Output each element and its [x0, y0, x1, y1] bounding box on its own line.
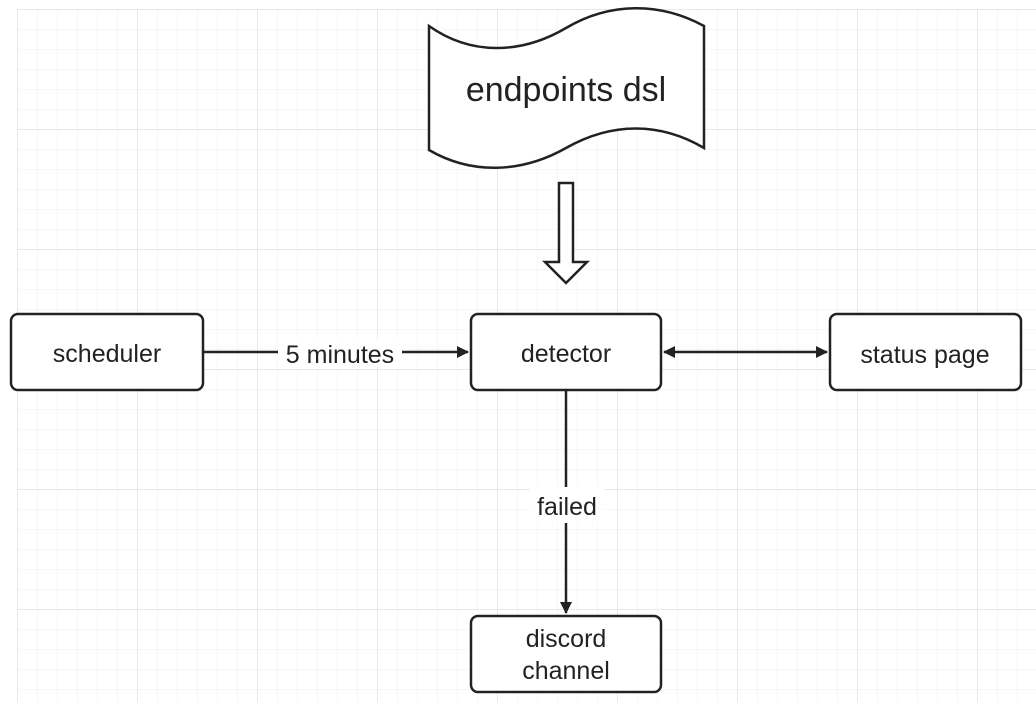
status-page-box — [828, 312, 1023, 392]
edge-detector-to-discord: failed — [530, 390, 604, 614]
detector-label: detector — [521, 340, 611, 368]
status-page-label: status page — [860, 341, 989, 369]
discord-channel-label-line2: channel — [522, 657, 610, 685]
node-scheduler[interactable]: scheduler — [9, 312, 205, 392]
edge-label-background — [278, 339, 402, 367]
edge-label-background — [530, 487, 604, 523]
discord-channel-label-line1: discord — [526, 625, 607, 653]
scheduler-box — [9, 312, 205, 392]
scheduler-label: scheduler — [53, 340, 161, 368]
node-detector[interactable]: detector — [469, 312, 663, 392]
dsl-to-detector-arrow — [541, 181, 591, 285]
node-discord-channel[interactable]: discord channel — [469, 614, 663, 694]
edge-label-failed: failed — [537, 493, 597, 521]
endpoints-dsl-label: endpoints dsl — [466, 71, 666, 109]
edge-label-5-minutes: 5 minutes — [286, 341, 394, 369]
node-endpoints-dsl[interactable]: endpoints dsl — [427, 7, 706, 169]
detector-box — [469, 312, 663, 392]
discord-channel-box — [469, 614, 663, 694]
edge-scheduler-to-detector: 5 minutes — [203, 339, 469, 369]
document-shape — [427, 7, 706, 169]
node-status-page[interactable]: status page — [828, 312, 1023, 392]
